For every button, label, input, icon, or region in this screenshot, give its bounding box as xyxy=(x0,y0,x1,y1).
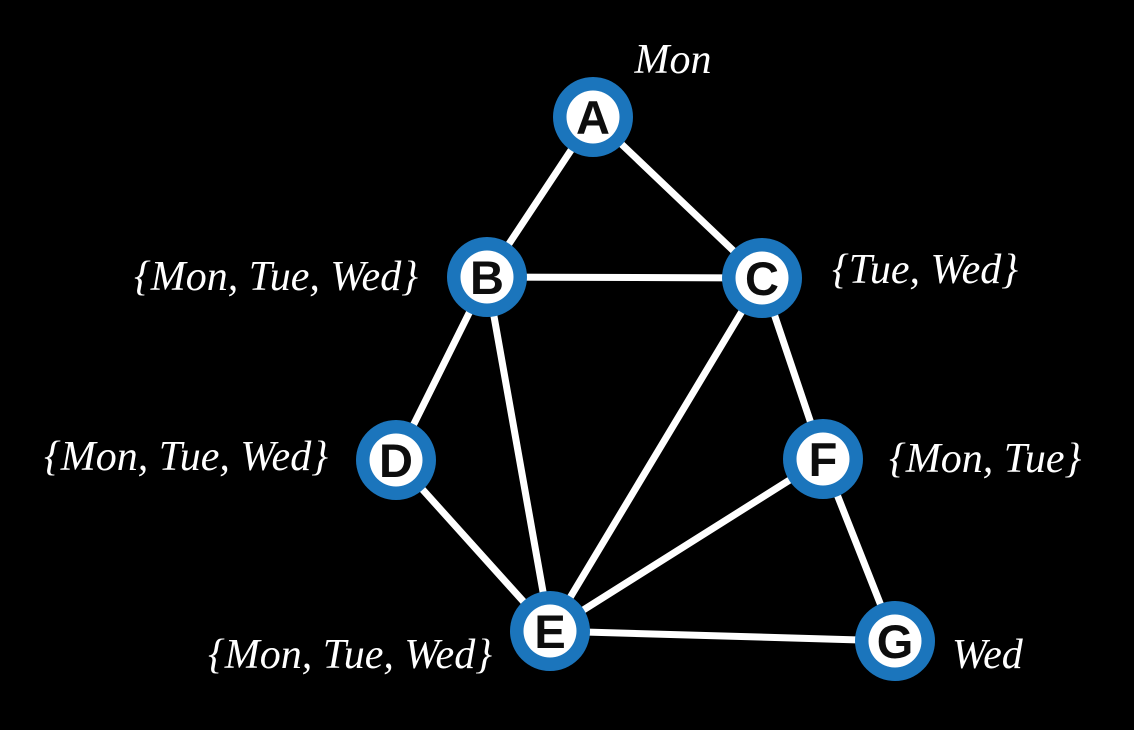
node-E: E xyxy=(510,591,590,671)
nodes-layer: A B C D E F G xyxy=(356,77,935,681)
node-F-domain-label: {Mon, Tue} xyxy=(889,436,1081,482)
node-A-core xyxy=(566,90,620,144)
node-A: A xyxy=(553,77,633,157)
edge-E-F xyxy=(546,455,827,635)
node-C-domain-label: {Tue, Wed} xyxy=(832,247,1018,293)
node-F: F xyxy=(783,419,863,499)
node-A-domain-label: Mon xyxy=(634,37,712,83)
edge-B-C xyxy=(483,273,766,282)
node-B-domain-label: {Mon, Tue, Wed} xyxy=(134,254,418,300)
node-D-domain-label: {Mon, Tue, Wed} xyxy=(44,434,328,480)
node-E-domain-label: {Mon, Tue, Wed} xyxy=(208,632,492,678)
node-G: G xyxy=(855,601,935,681)
edge-E-G xyxy=(546,627,899,645)
node-G-letter: G xyxy=(877,615,914,668)
edge-C-E xyxy=(546,274,766,635)
node-G-domain-label: Wed xyxy=(952,632,1024,678)
node-B-letter: B xyxy=(470,251,504,304)
edges-layer xyxy=(392,113,899,645)
node-A-letter: A xyxy=(576,91,610,144)
node-D: D xyxy=(356,420,436,500)
node-F-letter: F xyxy=(809,433,838,486)
node-E-letter: E xyxy=(534,605,565,658)
node-G-core xyxy=(868,614,922,668)
node-C: C xyxy=(722,238,802,318)
node-F-core xyxy=(796,432,850,486)
edge-B-E xyxy=(483,273,554,635)
node-D-letter: D xyxy=(379,434,413,487)
node-E-core xyxy=(523,604,577,658)
node-C-core xyxy=(735,251,789,305)
node-D-core xyxy=(369,433,423,487)
labels-layer: Mon {Mon, Tue, Wed} {Tue, Wed} {Mon, Tue, W… xyxy=(44,37,1082,678)
node-B: B xyxy=(447,237,527,317)
node-B-core xyxy=(460,250,514,304)
node-C-letter: C xyxy=(745,252,779,305)
